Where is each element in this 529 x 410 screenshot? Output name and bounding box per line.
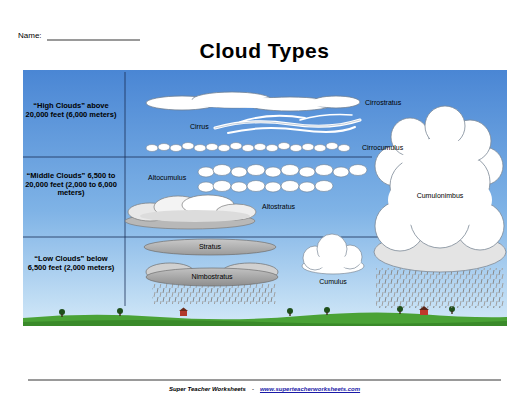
band-divider (23, 72, 378, 306)
altitude-band-label: “High Clouds” above 20,000 feet (6,000 m… (25, 102, 117, 119)
cumulonimbus-cloud (402, 138, 478, 182)
cumulonimbus-cloud (374, 106, 506, 308)
altocumulus-cloud (299, 182, 315, 192)
cirrocumulus-cloud (338, 145, 350, 152)
cumulonimbus-cloud (374, 106, 506, 272)
cirrocumulus-cloud (242, 145, 254, 152)
altitude-band-label: “Low Clouds” below 6,500 feet (2,000 met… (25, 255, 117, 272)
cirrocumulus-cloud (218, 145, 230, 152)
stratus-cloud (144, 239, 276, 255)
cirrocumulus-cloud (290, 145, 302, 152)
altocumulus-cloud (213, 165, 231, 176)
ground (119, 313, 120, 316)
cumulus-cloud (302, 234, 364, 274)
cirrocumulus-cloud (170, 145, 182, 152)
altocumulus-cloud (198, 165, 367, 193)
altocumulus-cloud (213, 181, 231, 192)
altocumulus-cloud (333, 167, 349, 177)
altostratus-cloud (125, 195, 256, 229)
cirrus-cloud (300, 115, 352, 120)
footer-row: Super Teacher Worksheets-www.superteache… (0, 386, 529, 392)
altocumulus-cloud (247, 181, 265, 192)
cloud-name: Cirrocumulus (362, 144, 403, 152)
cirrocumulus-cloud (194, 145, 206, 152)
ground (179, 308, 188, 312)
cirrocumulus-cloud (326, 143, 338, 150)
ground (61, 314, 62, 317)
cirrus-cloud (215, 120, 360, 128)
cumulus-cloud (305, 256, 361, 268)
altostratus-cloud (140, 210, 250, 222)
cirrus-cloud (240, 116, 305, 122)
stratus-cloud (144, 239, 276, 255)
cloud-name: Cirrus (190, 123, 209, 131)
cloud-name: Cirrostratus (365, 99, 401, 107)
ground (326, 312, 327, 315)
name-field: Name: (18, 31, 42, 40)
cirrocumulus-cloud (146, 143, 350, 152)
ground (23, 312, 507, 326)
altocumulus-cloud (231, 182, 247, 192)
cirrocumulus-cloud (302, 144, 314, 151)
sky-panel (23, 70, 507, 326)
altocumulus-cloud (265, 167, 281, 177)
altocumulus-cloud (247, 165, 265, 176)
altocumulus-cloud (315, 181, 333, 192)
cirrocumulus-cloud (158, 144, 170, 151)
name-underline (47, 40, 140, 41)
ground (451, 311, 452, 314)
cirrus-cloud (228, 127, 355, 133)
ground (23, 306, 507, 326)
cirrocumulus-cloud (266, 145, 278, 152)
cirrus-cloud (215, 120, 360, 128)
cirrocumulus-cloud (206, 144, 218, 151)
cloud-name: Cumulus (319, 278, 347, 286)
cirrocumulus-cloud (314, 145, 326, 152)
cloud-name: Cumulonimbus (417, 192, 464, 200)
footer-rule (28, 380, 501, 381)
ground (23, 320, 507, 326)
cloud-name: Altocumulus (148, 174, 186, 182)
cirrostratus-cloud (170, 98, 350, 108)
cloud-name: Stratus (199, 243, 221, 251)
altocumulus-cloud (315, 165, 333, 176)
cirrocumulus-cloud (182, 143, 194, 150)
altocumulus-cloud (265, 182, 281, 192)
website-link: www.superteacherworksheets.com (260, 386, 360, 392)
cloud-name: Nimbostratus (191, 273, 232, 281)
altocumulus-cloud (281, 165, 299, 176)
altocumulus-cloud (198, 167, 214, 177)
ground (289, 313, 290, 316)
altocumulus-cloud (349, 165, 367, 176)
cirrostratus-cloud (146, 92, 360, 111)
cirrocumulus-cloud (146, 145, 158, 152)
publisher-name: Super Teacher Worksheets (169, 386, 246, 392)
altocumulus-cloud (281, 181, 299, 192)
cumulonimbus-cloud (376, 268, 504, 308)
nimbostratus-cloud (146, 268, 278, 286)
ground (399, 311, 400, 314)
cirrocumulus-cloud (254, 144, 266, 151)
altocumulus-cloud (198, 182, 214, 192)
band-divider (23, 157, 372, 158)
cirrus-cloud (215, 115, 360, 133)
cirrocumulus-cloud (278, 143, 290, 150)
altocumulus-cloud (299, 167, 315, 177)
altitude-band-label: “Middle Clouds” 6,500 to 20,000 feet (2,… (25, 172, 117, 198)
nimbostratus-cloud (146, 263, 278, 304)
band-divider (125, 72, 126, 306)
cirrocumulus-cloud (230, 143, 242, 150)
altocumulus-cloud (231, 167, 247, 177)
page-title: Cloud Types (200, 39, 330, 63)
cloud-name: Altostratus (262, 203, 295, 211)
ground (180, 311, 187, 316)
ground (420, 310, 428, 315)
nimbostratus-cloud (152, 284, 276, 304)
separator: - (252, 386, 254, 392)
